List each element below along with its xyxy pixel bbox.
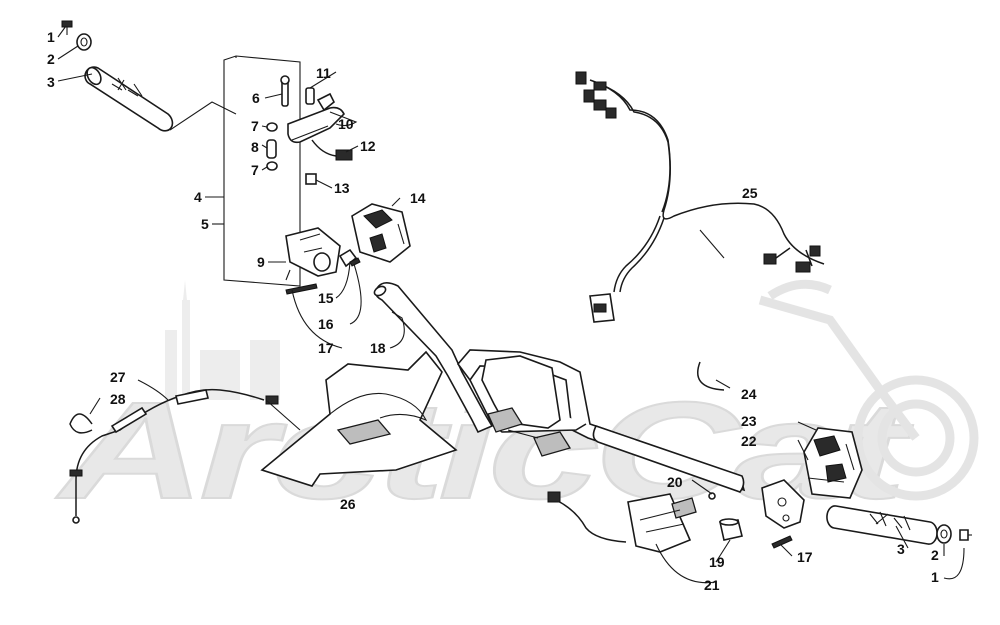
callout-6: 6 [252,90,260,106]
callout-5: 5 [201,216,209,232]
callout-24: 24 [741,386,757,402]
screw-top [61,20,73,35]
bushing [266,139,277,159]
callout-1-bottom: 1 [931,569,939,585]
handlebar-clamp [487,407,572,457]
throttle-housing [285,227,358,281]
callout-26: 26 [340,496,356,512]
callout-11: 11 [316,65,331,81]
screw-housing-long [285,283,318,295]
cable-clip [69,413,93,434]
callout-13: 13 [334,180,350,196]
magnet [305,87,315,105]
spacer-20 [708,492,716,500]
hand-guard [761,479,805,529]
spacer-upper [266,122,278,132]
callout-9: 9 [257,254,265,270]
end-plug [719,518,743,541]
callout-18: 18 [370,340,386,356]
callout-3-top: 3 [47,74,55,90]
pivot-pin [280,75,290,107]
callout-25: 25 [742,185,758,201]
retaining-ring [697,361,725,391]
callout-2-top: 2 [47,51,55,67]
handlebar-pad [260,350,458,487]
callout-labels: 1 2 3 4 5 6 7 8 7 9 10 11 12 13 14 15 16… [47,29,939,593]
callout-10: 10 [338,116,354,132]
callout-22: 22 [741,433,757,449]
callout-1-top: 1 [47,29,55,45]
callout-16: 16 [318,316,334,332]
callout-15: 15 [318,290,334,306]
callout-7-b: 7 [251,162,259,178]
left-grip [84,66,174,132]
heater-element [547,491,697,553]
screw-right [771,535,793,549]
throttle-cable [69,388,279,524]
callout-12: 12 [360,138,376,154]
callout-14: 14 [410,190,426,206]
callout-23: 23 [741,413,757,429]
callout-4: 4 [194,189,202,205]
switch-housing [351,203,411,263]
callout-7-a: 7 [251,118,259,134]
end-cap-bottom [936,524,952,544]
callout-3-bottom: 3 [897,541,905,557]
callout-21: 21 [704,577,720,593]
callout-20: 20 [667,474,683,490]
callout-19: 19 [709,554,725,570]
throttle-assembly-outline [169,55,301,287]
right-grip [826,505,938,545]
throttle-lever [287,92,345,144]
end-cap-top [76,33,92,51]
callout-28: 28 [110,391,126,407]
leader-lines [57,25,965,584]
spacer-lower [266,161,278,171]
throttle-sensor [311,139,353,161]
callout-27: 27 [110,369,126,385]
screw-housing [349,257,361,267]
callout-2-bottom: 2 [931,547,939,563]
callout-17-left: 17 [318,340,334,356]
nut [305,173,317,185]
wiring-harness [575,71,825,323]
callout-8: 8 [251,139,259,155]
callout-17-right: 17 [797,549,813,565]
screw-bottom [959,529,972,541]
right-switch-housing [803,427,863,499]
